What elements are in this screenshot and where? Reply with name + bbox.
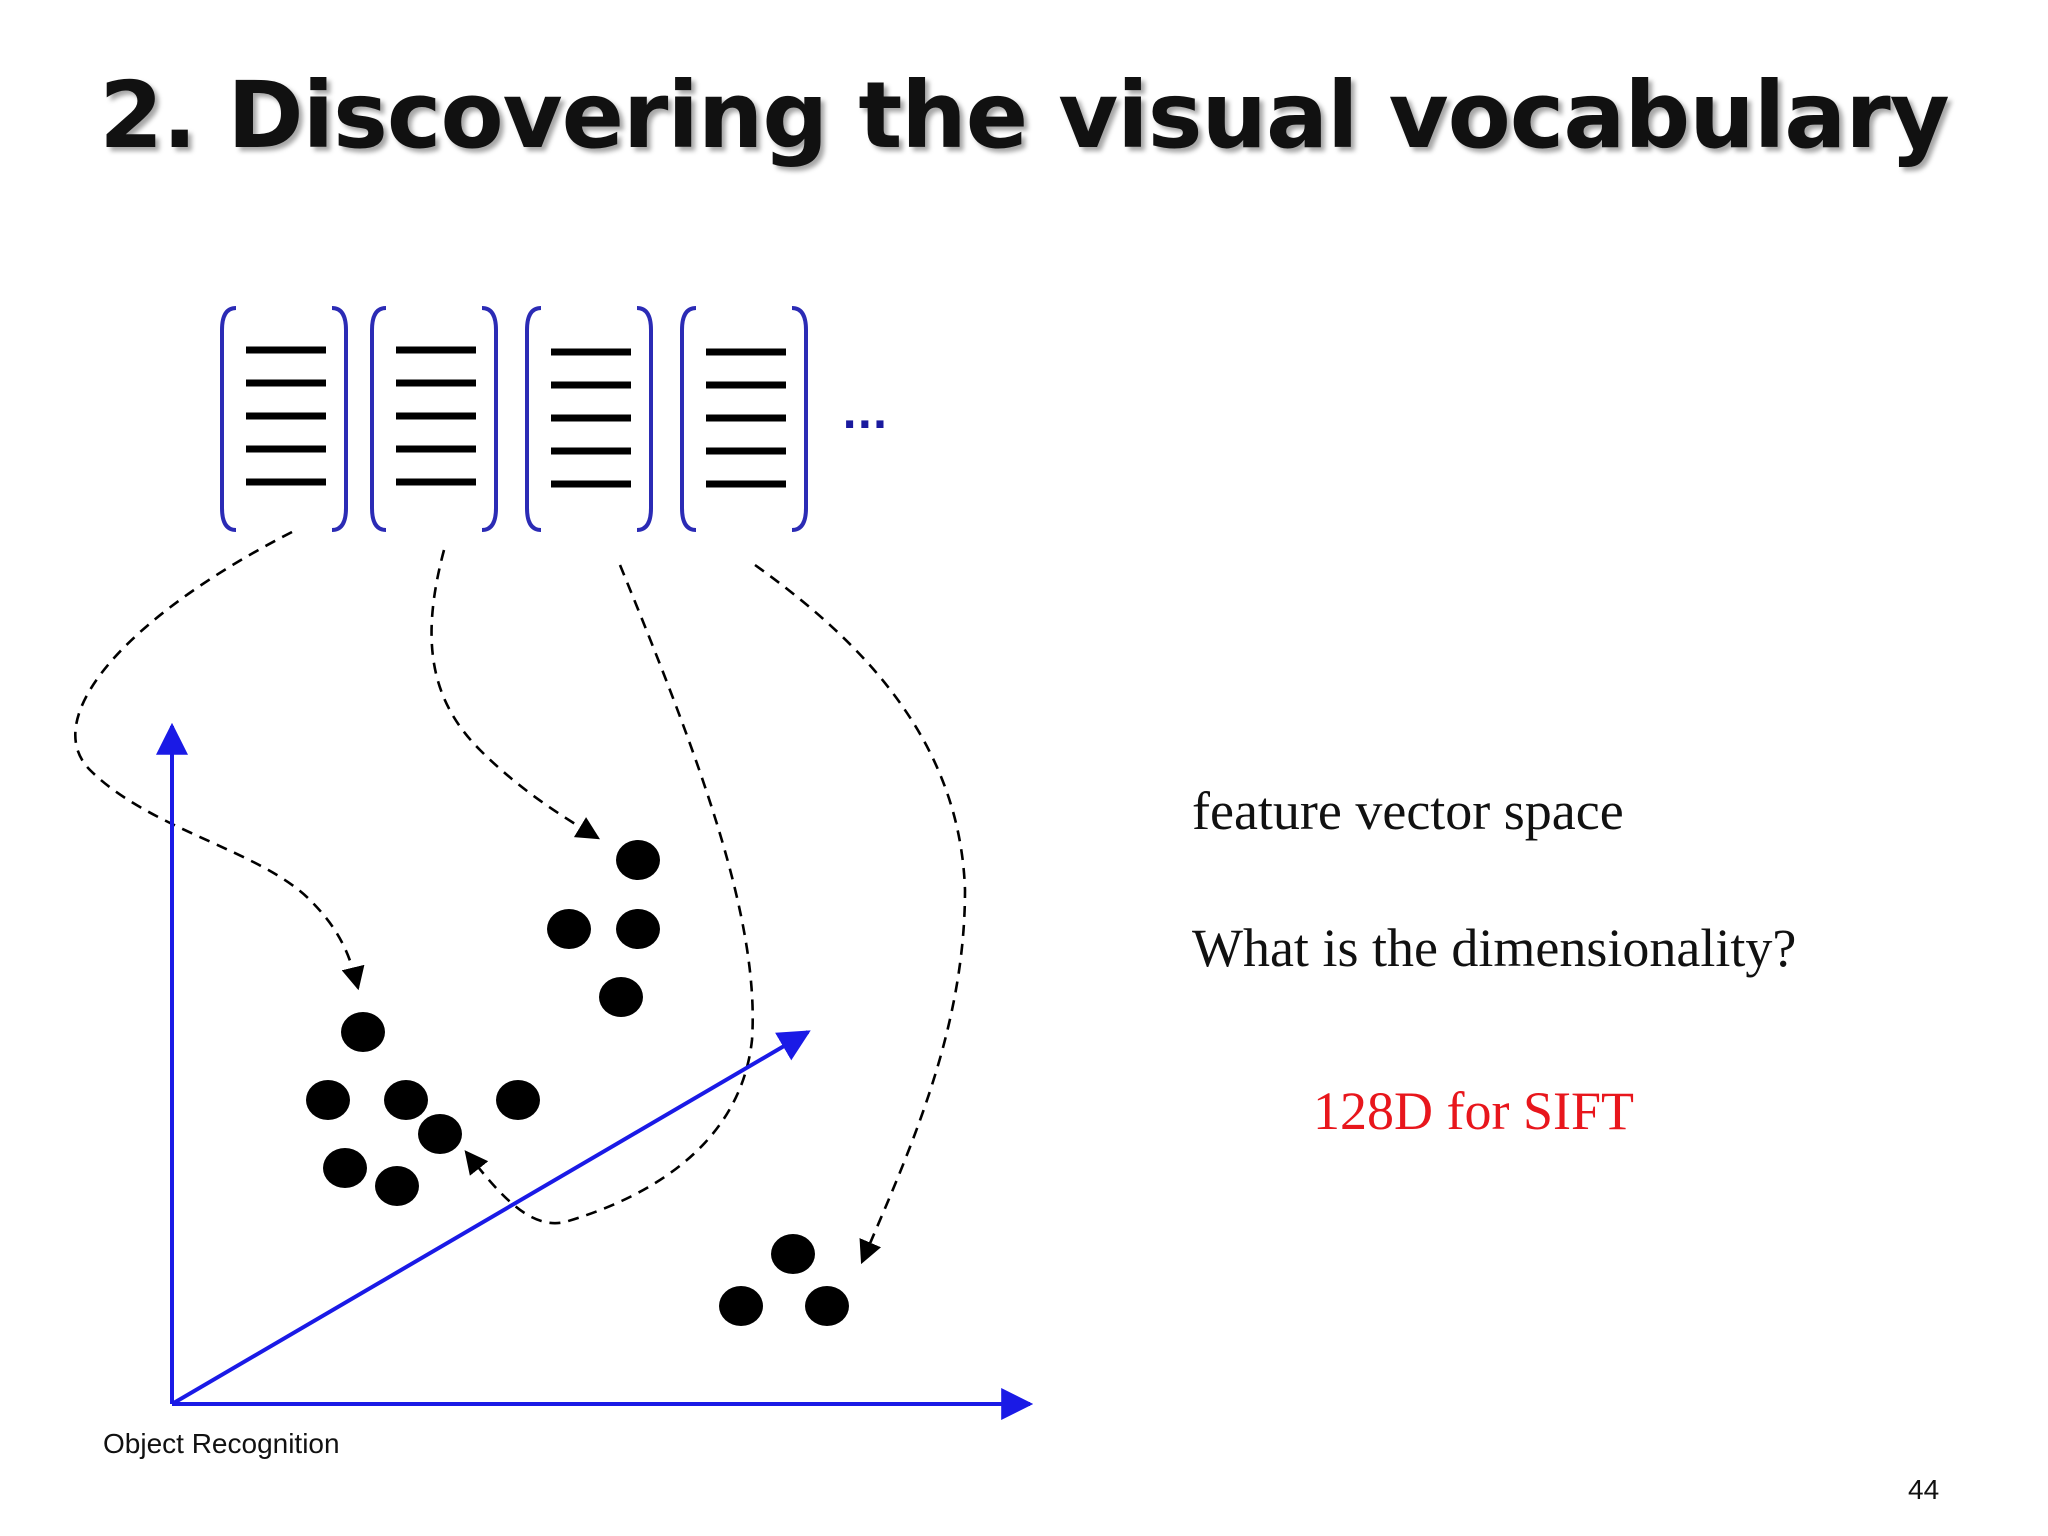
vector-component-lines	[551, 348, 631, 488]
feature-point	[616, 909, 660, 949]
z-axis	[170, 1030, 811, 1406]
vector-component-lines	[706, 348, 786, 488]
left-bracket-icon	[370, 306, 387, 532]
vector-component-lines	[396, 346, 476, 486]
feature-vector-4	[680, 306, 808, 532]
right-bracket-icon	[331, 306, 348, 532]
feature-point	[805, 1286, 849, 1326]
right-bracket-icon	[481, 306, 498, 532]
feature-point	[375, 1166, 419, 1206]
page-number: 44	[1908, 1474, 1940, 1505]
feature-point	[599, 977, 643, 1017]
feature-point	[306, 1080, 350, 1120]
cluster-top	[547, 840, 660, 1017]
mapping-arrows	[74, 530, 967, 1265]
left-bracket-icon	[680, 306, 697, 532]
feature-point	[771, 1234, 815, 1274]
feature-point	[547, 909, 591, 949]
dimensionality-answer: 128D for SIFT	[1313, 1081, 1634, 1141]
dashed-arrow-2	[430, 549, 601, 840]
feature-point	[496, 1080, 540, 1120]
dashed-arrow-1	[74, 530, 365, 991]
cluster-left	[306, 1012, 540, 1206]
feature-vector-2	[370, 306, 498, 532]
right-bracket-icon	[791, 306, 808, 532]
feature-point	[616, 840, 660, 880]
left-bracket-icon	[220, 306, 237, 532]
slide-title: 2. Discovering the visual vocabulary	[99, 62, 1949, 169]
dimensionality-question: What is the dimensionality?	[1192, 918, 1797, 978]
feature-point	[323, 1148, 367, 1188]
feature-point	[384, 1080, 428, 1120]
feature-points	[306, 840, 849, 1326]
footer-label: Object Recognition	[103, 1428, 340, 1459]
feature-point	[341, 1012, 385, 1052]
dashed-arrow-3	[464, 564, 754, 1225]
ellipsis-text: ...	[842, 392, 888, 438]
coordinate-axes	[156, 722, 1034, 1420]
right-bracket-icon	[636, 306, 653, 532]
feature-space-label: feature vector space	[1192, 781, 1624, 841]
dashed-arrow-4	[754, 563, 967, 1265]
left-bracket-icon	[525, 306, 542, 532]
feature-point	[418, 1114, 462, 1154]
vector-component-lines	[246, 346, 326, 486]
cluster-bottom-right	[719, 1234, 849, 1326]
feature-point	[719, 1286, 763, 1326]
feature-vector-1	[220, 306, 348, 532]
feature-vector-3	[525, 306, 653, 532]
